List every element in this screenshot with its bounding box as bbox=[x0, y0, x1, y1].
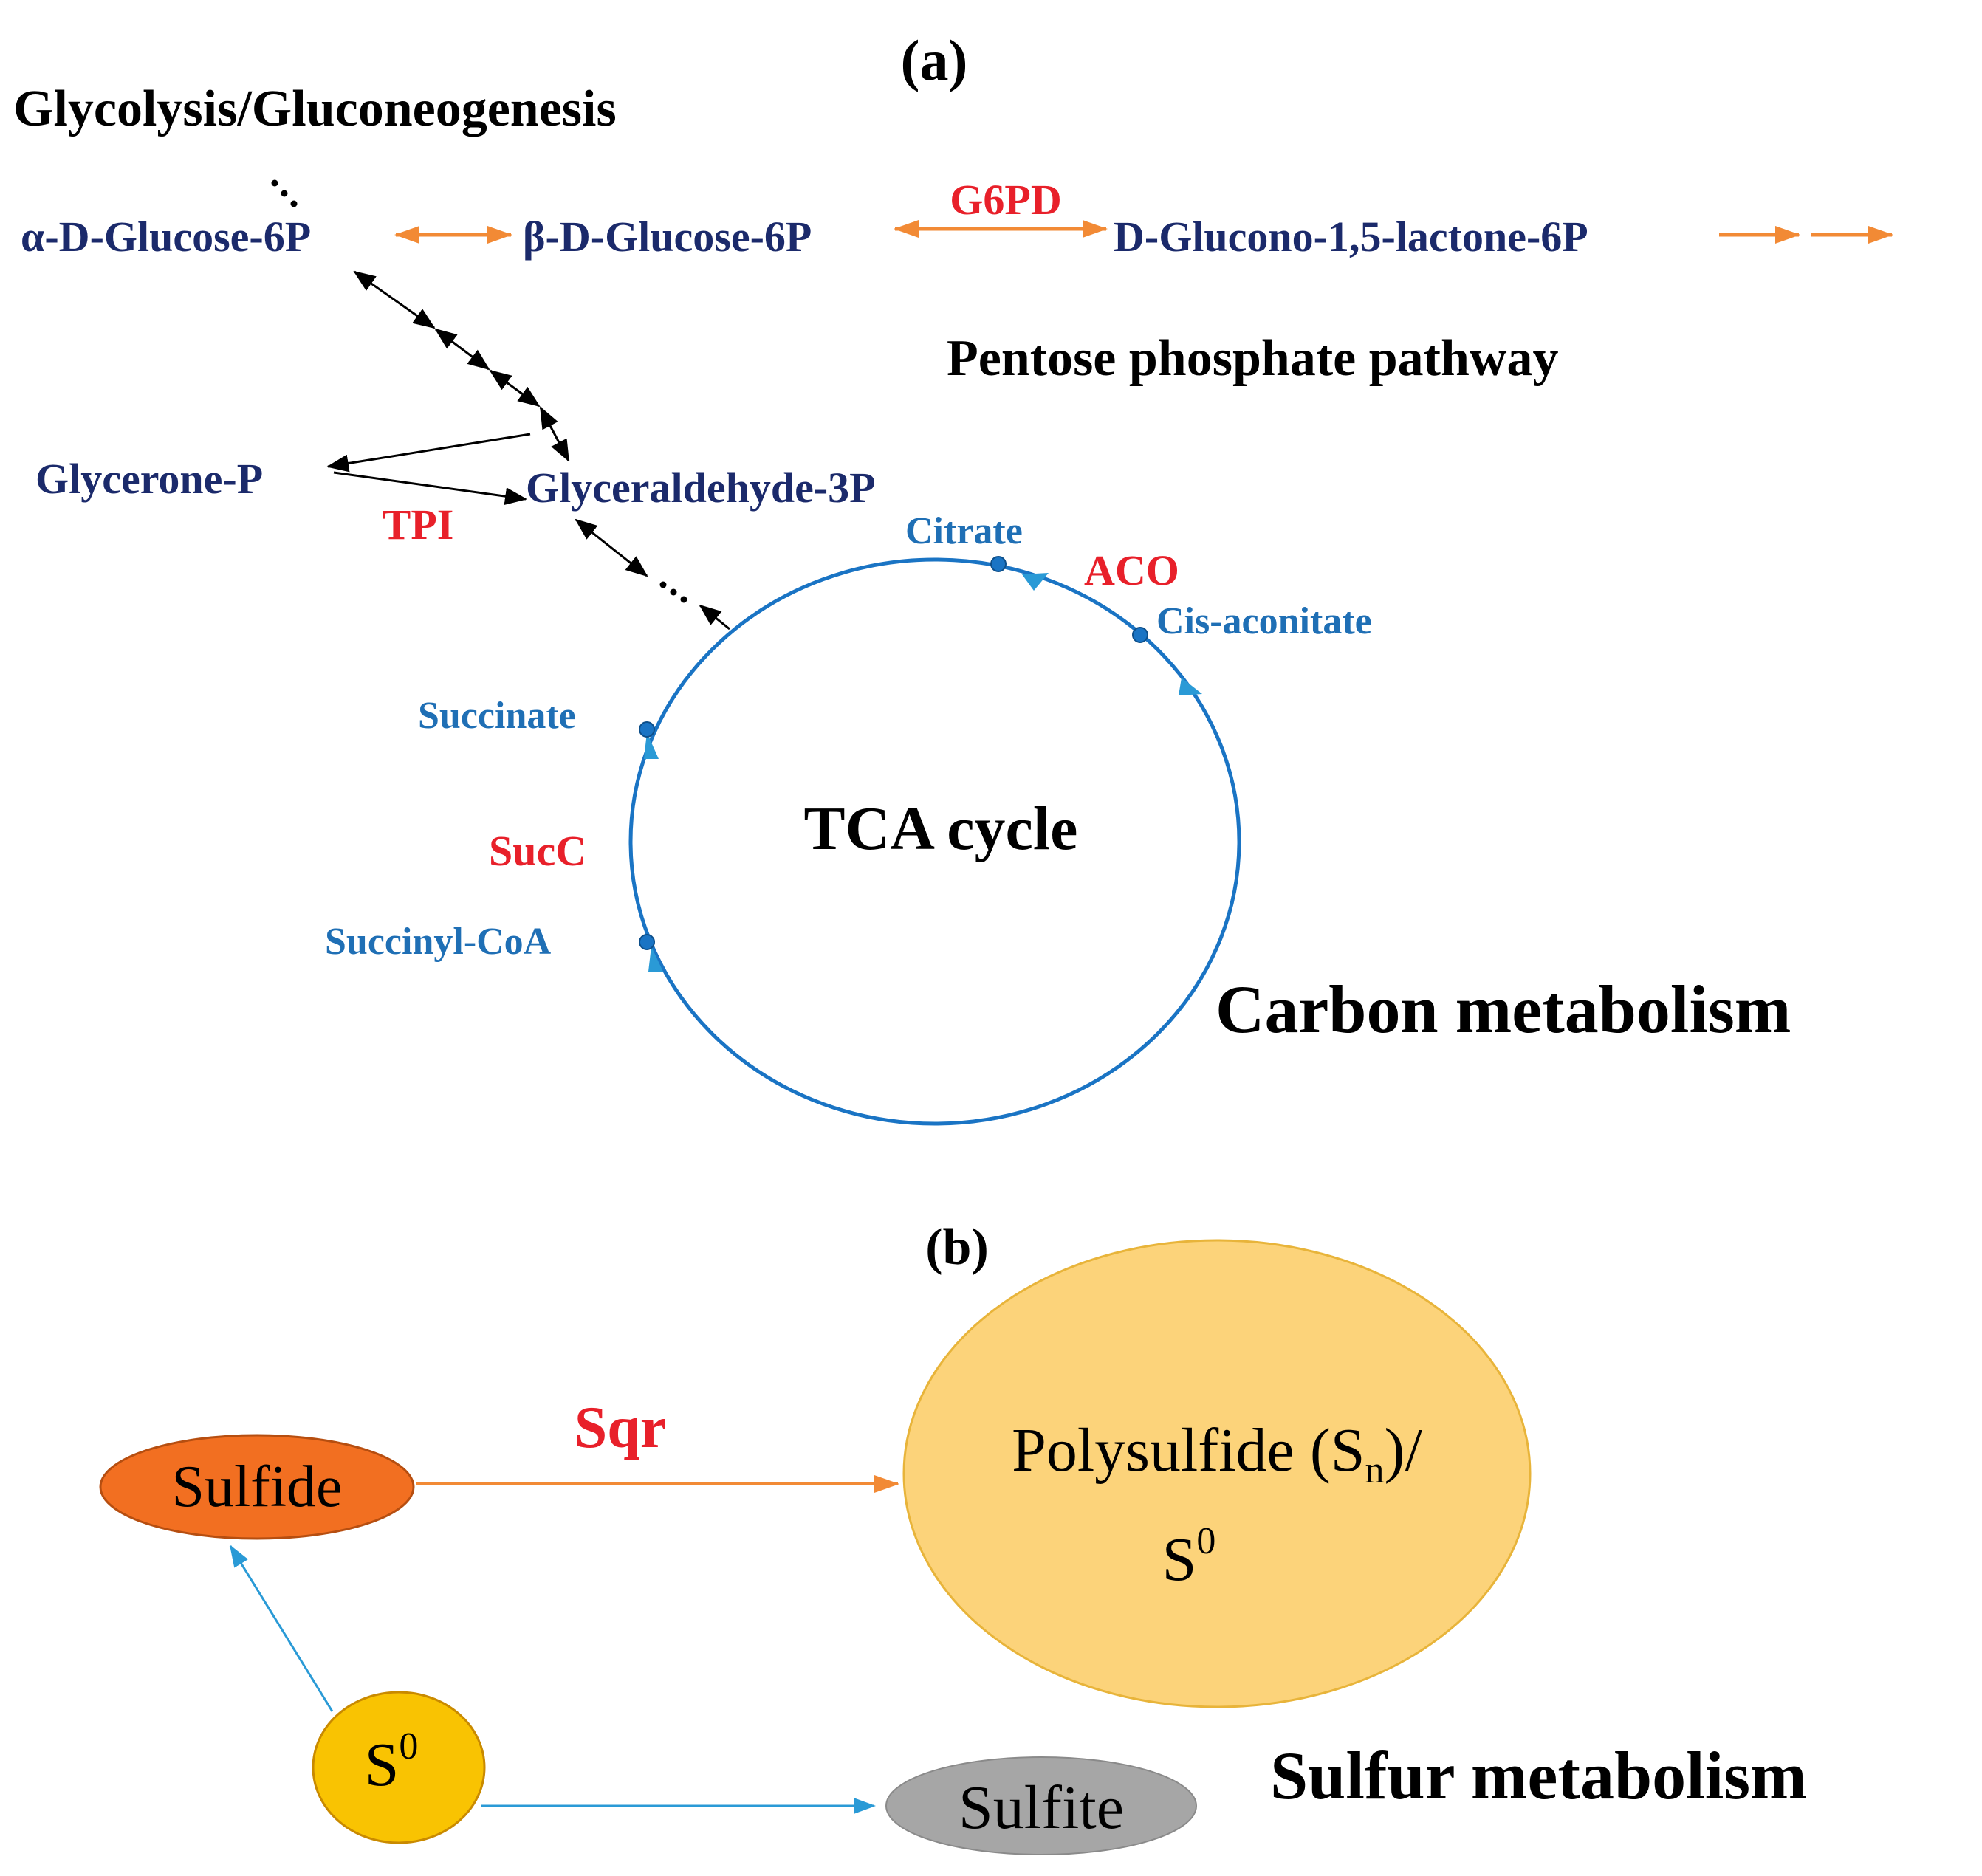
beta-glucose-6p: β-D-Glucose-6P bbox=[523, 213, 812, 261]
sulfite-node bbox=[885, 1756, 1197, 1855]
succinyl-coa-label: Succinyl-CoA bbox=[325, 921, 552, 963]
polysulfide-s0-sup: 0 bbox=[1196, 1520, 1215, 1562]
polysulfide-subscript: n bbox=[1365, 1449, 1385, 1491]
pentose-phosphate-title: Pentose phosphate pathway bbox=[947, 330, 1558, 387]
sulfur-metabolism-title: Sulfur metabolism bbox=[1270, 1738, 1807, 1813]
alpha-glucose-6p: α-D-Glucose-6P bbox=[21, 213, 311, 261]
carbon-metabolism-title: Carbon metabolism bbox=[1215, 972, 1791, 1047]
citrate-label: Citrate bbox=[905, 510, 1023, 552]
s0-node bbox=[312, 1691, 486, 1844]
tca-cycle-circle bbox=[628, 557, 1241, 1126]
polysulfide-s0-base: S bbox=[1162, 1525, 1197, 1594]
enzyme-g6pd: G6PD bbox=[950, 176, 1061, 224]
polysulfide-s0: S0 bbox=[1162, 1520, 1216, 1594]
s0-label: S0 bbox=[365, 1725, 419, 1799]
enzyme-succ: SucC bbox=[489, 827, 586, 875]
tpi-arrows bbox=[326, 433, 531, 506]
s0-base: S bbox=[365, 1731, 400, 1799]
glyceraldehyde-tca-link bbox=[575, 518, 730, 631]
glycolysis-title: Glycolysis/Gluconeogenesis bbox=[13, 80, 617, 137]
sulfide-node bbox=[99, 1434, 415, 1540]
continuation-dots-top bbox=[271, 179, 298, 207]
polysulfide-tail: )/ bbox=[1385, 1416, 1423, 1485]
glyceraldehyde-3p: Glyceraldehyde-3P bbox=[526, 464, 876, 512]
cis-aconitate-label: Cis-aconitate bbox=[1156, 600, 1372, 642]
polysulfide-node bbox=[902, 1239, 1532, 1708]
glycerone-p: Glycerone-P bbox=[35, 455, 263, 503]
s0-to-sulfide-arrow bbox=[229, 1545, 334, 1712]
glucono-lactone-6p: D-Glucono-1,5-lactone-6P bbox=[1114, 213, 1588, 261]
enzyme-sqr: Sqr bbox=[575, 1395, 667, 1460]
panel-b-label: (b) bbox=[925, 1219, 989, 1276]
enzyme-aco: ACO bbox=[1084, 546, 1179, 594]
panel-a-label: (a) bbox=[901, 28, 968, 92]
enzyme-tpi: TPI bbox=[383, 501, 454, 549]
polysulfide-main: Polysulfide (S bbox=[1012, 1416, 1365, 1485]
sulfite-label: Sulfite bbox=[959, 1773, 1124, 1842]
glycolysis-chain-arrows bbox=[353, 270, 570, 462]
s0-sup: 0 bbox=[399, 1725, 418, 1767]
sulfide-label: Sulfide bbox=[171, 1454, 342, 1519]
succinate-label: Succinate bbox=[418, 695, 576, 737]
tca-cycle-label: TCA cycle bbox=[804, 794, 1078, 863]
tca-cycle-arrowheads bbox=[644, 573, 1202, 972]
polysulfide-label: Polysulfide (Sn)/ bbox=[1012, 1416, 1422, 1491]
tca-cycle-nodes bbox=[639, 556, 1148, 950]
